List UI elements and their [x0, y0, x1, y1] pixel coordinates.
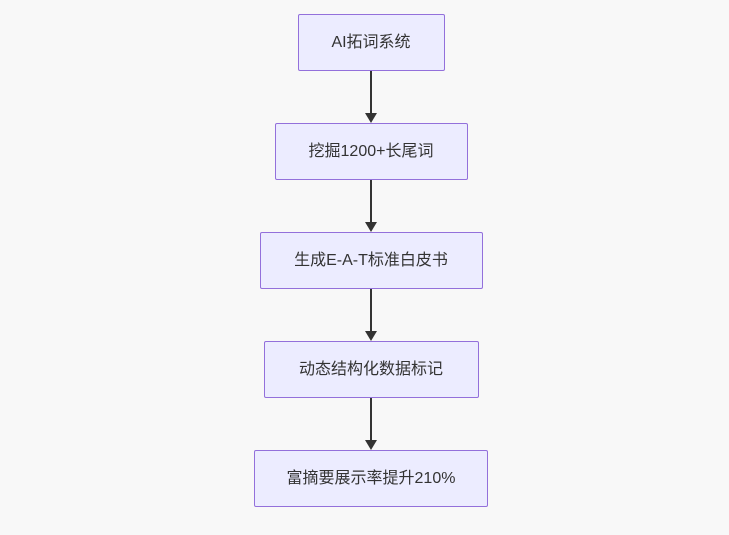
flow-node-structured-data-markup: 动态结构化数据标记	[263, 341, 479, 398]
flow-arrow-4	[365, 398, 377, 450]
flow-node-label: 动态结构化数据标记	[298, 360, 443, 378]
flowchart: AI拓词系统 挖掘1200+长尾词 生成E-A-T标准白皮书 动态结构化数据标记	[254, 14, 488, 507]
arrow-head-icon	[365, 222, 377, 232]
arrow-head-icon	[365, 331, 377, 341]
flow-node-rich-snippet-result: 富摘要展示率提升210%	[254, 450, 488, 507]
arrow-head-icon	[365, 113, 377, 123]
flow-node-label: 挖掘1200+长尾词	[308, 142, 434, 160]
flow-node-label: 生成E-A-T标准白皮书	[294, 251, 448, 269]
arrow-line	[370, 71, 372, 114]
arrow-line	[370, 398, 372, 441]
flow-arrow-3	[365, 289, 377, 341]
arrow-line	[370, 289, 372, 332]
flow-node-longtail-keyword-mining: 挖掘1200+长尾词	[274, 123, 468, 180]
flow-node-label: 富摘要展示率提升210%	[286, 469, 456, 487]
flow-node-eat-whitepaper: 生成E-A-T标准白皮书	[259, 232, 483, 289]
flow-node-label: AI拓词系统	[331, 33, 411, 51]
arrow-line	[370, 180, 372, 223]
flow-arrow-2	[365, 180, 377, 232]
flow-arrow-1	[365, 71, 377, 123]
flow-node-ai-word-expansion-system: AI拓词系统	[297, 14, 445, 71]
arrow-head-icon	[365, 440, 377, 450]
